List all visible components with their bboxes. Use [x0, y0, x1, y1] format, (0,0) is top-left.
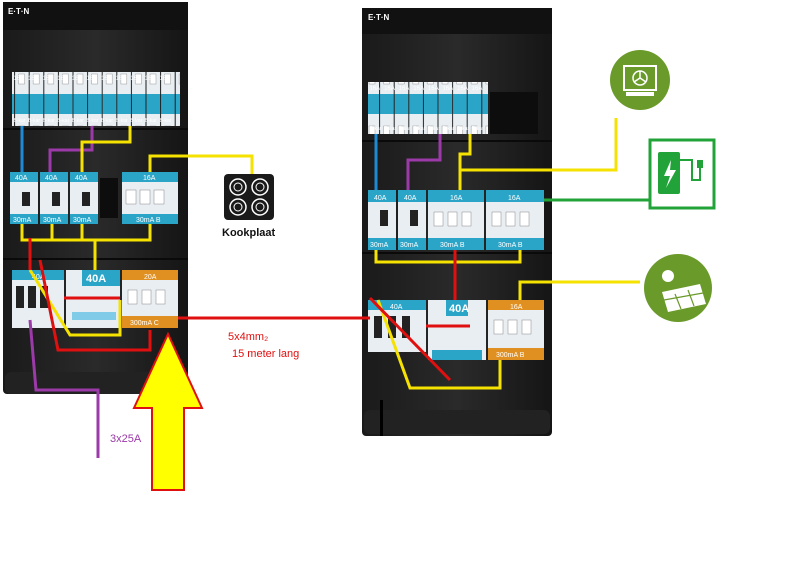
- breaker-curve-label: B-kar: [72, 118, 84, 124]
- right-rcd1-label: 40A: [374, 195, 387, 202]
- supply-arrow-icon: [132, 331, 204, 491]
- breaker-rating-label: 16A: [28, 76, 39, 82]
- wire-yellow-cooktop: [148, 154, 254, 175]
- breaker-curve-label: B-kar: [399, 126, 411, 132]
- left-brand: E·T·N: [8, 7, 30, 16]
- left-rcbo-sub: 30mA B: [136, 217, 161, 224]
- breaker-rating-label: 16A: [116, 76, 127, 82]
- right-main-row: [368, 300, 544, 360]
- right-main-switch-label: 40A: [390, 304, 403, 311]
- right-surge-sub: 300mA B: [496, 352, 525, 359]
- left-main-row: [12, 270, 178, 328]
- breaker-curve-label: B-kar: [443, 126, 455, 132]
- breaker-rating-label: 16A: [443, 86, 454, 92]
- breaker-curve-label: B-kar: [14, 118, 26, 124]
- breaker-curve-label: B-kar: [116, 118, 128, 124]
- left-rcd3-label: 40A: [75, 175, 88, 182]
- right-rcbo1-sub: 30mA B: [440, 242, 465, 249]
- right-main-rcd-label: 40A: [449, 303, 469, 315]
- left-breaker-labels: 16A B-kar 16A B-kar 16A B-kar 16A B-kar 16A B-kar…: [14, 76, 172, 124]
- breaker-rating-label: 16A: [384, 86, 395, 92]
- wire-yellow-right-a: [458, 134, 472, 190]
- breaker-rating-label: 16A: [457, 86, 468, 92]
- breaker-rating-label: 16A: [130, 76, 141, 82]
- wire-yellow-ventilation: [460, 118, 618, 172]
- right-rcd2-sub: 30mA: [400, 242, 419, 249]
- right-breaker-row: [368, 82, 538, 134]
- left-surge-sub: 300mA C: [130, 320, 159, 327]
- breaker-curve-label: B-kar: [43, 118, 55, 124]
- right-surge-label: 16A: [510, 304, 523, 311]
- breaker-rating-label: 16A: [370, 86, 381, 92]
- breaker-curve-label: B-kar: [472, 126, 484, 132]
- right-rcd1-sub: 30mA: [370, 242, 389, 249]
- cable-spec-label: 5x4mm₂: [228, 331, 268, 343]
- breaker-curve-label: B-kar: [145, 118, 157, 124]
- left-rcd3-sub: 30mA: [73, 217, 92, 224]
- wire-purple-right: [406, 134, 442, 190]
- left-rcd-row: [10, 172, 178, 224]
- wire-red-left-loop: [38, 259, 152, 352]
- left-rcd1-label: 40A: [15, 175, 28, 182]
- breaker-rating-label: 16A: [413, 86, 424, 92]
- right-rcd-row: [368, 190, 544, 250]
- cable-length-label: 15 meter lang: [232, 348, 299, 360]
- wire-red-right-diag: [368, 296, 452, 382]
- wires: [20, 118, 650, 458]
- left-rcbo-label: 16A: [143, 175, 156, 182]
- breaker-rating-label: 16A: [145, 76, 156, 82]
- supply-label: 3x25A: [110, 433, 142, 445]
- left-rcd2-sub: 30mA: [43, 217, 62, 224]
- breaker-curve-label: B-kar: [413, 126, 425, 132]
- breaker-rating-label: 16A: [43, 76, 54, 82]
- breaker-rating-label: 16A: [160, 76, 171, 82]
- left-rcd2-label: 40A: [45, 175, 58, 182]
- breaker-rating-label: 16A: [399, 86, 410, 92]
- left-main-rcd-label: 40A: [86, 273, 106, 285]
- cooktop-label: Kookplaat: [222, 227, 276, 239]
- breaker-curve-label: B-kar: [428, 126, 440, 132]
- breaker-curve-label: B-kar: [87, 118, 99, 124]
- breaker-curve-label: B-kar: [57, 118, 69, 124]
- breaker-curve-label: B-kar: [101, 118, 113, 124]
- left-main-switch-label: 40A: [32, 274, 45, 281]
- wire-yellow-left: [80, 126, 132, 172]
- breaker-rating-label: 16A: [472, 86, 483, 92]
- solar-panel-icon: [644, 254, 712, 322]
- left-rcd1-sub: 30mA: [13, 217, 32, 224]
- wire-yellow-bus-left: [20, 224, 152, 242]
- breaker-rating-label: 16A: [14, 76, 25, 82]
- wire-purple-left: [48, 126, 94, 172]
- right-rcd2-label: 40A: [404, 195, 417, 202]
- breaker-curve-label: B-kar: [384, 126, 396, 132]
- ventilation-icon: [610, 50, 670, 110]
- cooktop-icon: [224, 174, 274, 220]
- breaker-curve-label: B-kar: [370, 126, 382, 132]
- wire-yellow-main-right: [376, 299, 502, 390]
- breaker-rating-label: 16A: [57, 76, 68, 82]
- wire-yellow-solar: [518, 280, 640, 300]
- breaker-curve-label: B-kar: [130, 118, 142, 124]
- breaker-rating-label: 16A: [428, 86, 439, 92]
- right-brand: E·T·N: [368, 13, 390, 22]
- breaker-curve-label: B-kar: [160, 118, 172, 124]
- wire-yellow-bus-right: [374, 250, 522, 264]
- wire-purple-supply: [28, 319, 100, 458]
- right-rcbo1-label: 16A: [450, 195, 463, 202]
- right-rcbo2-label: 16A: [508, 195, 521, 202]
- breaker-curve-label: B-kar: [457, 126, 469, 132]
- right-breaker-labels: 16A B-kar 16A B-kar 16A B-kar 16A B-kar 16A B-kar…: [370, 86, 484, 132]
- breaker-curve-label: B-kar: [28, 118, 40, 124]
- left-surge-label: 20A: [144, 274, 157, 281]
- left-breaker-row: [12, 72, 180, 126]
- breaker-rating-label: 16A: [87, 76, 98, 82]
- right-rcbo2-sub: 30mA B: [498, 242, 523, 249]
- breaker-rating-label: 16A: [72, 76, 83, 82]
- breaker-rating-label: 16A: [101, 76, 112, 82]
- ev-charger-icon: [648, 138, 716, 210]
